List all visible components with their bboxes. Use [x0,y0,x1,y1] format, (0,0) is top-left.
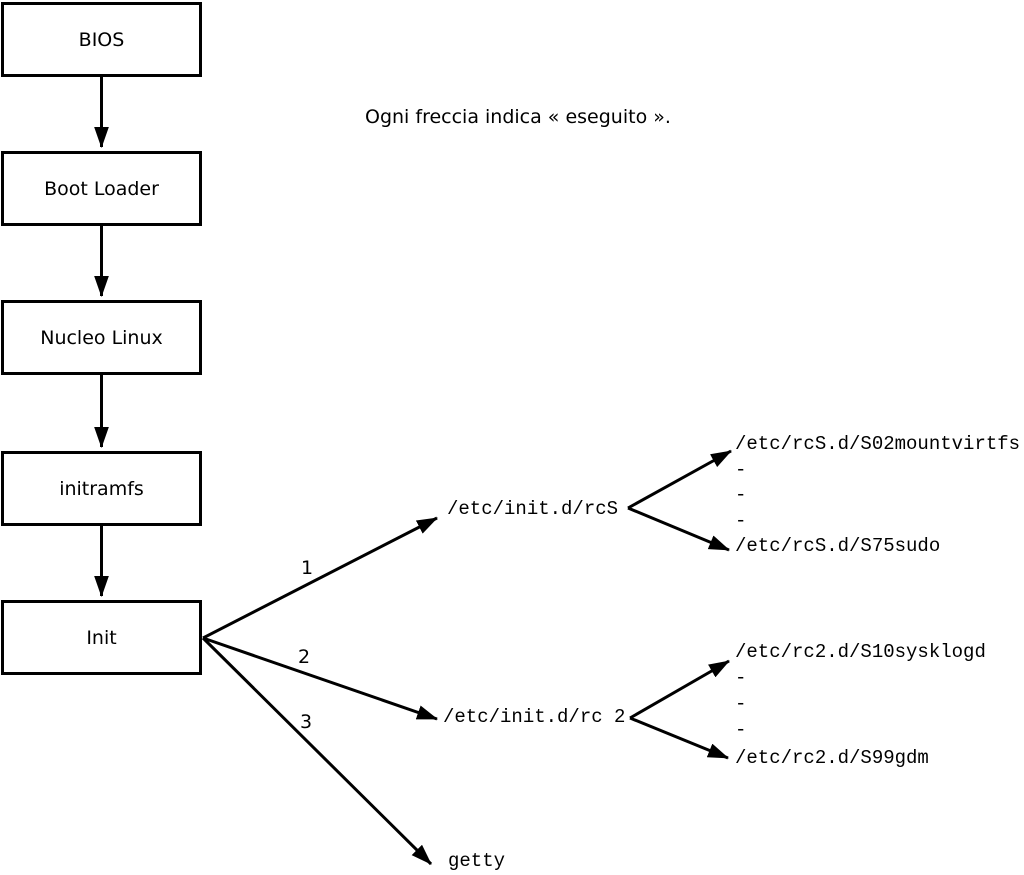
node-init-d-rc2: /etc/init.d/rc 2 [443,706,626,728]
leaf-rc2-script-last: /etc/rc2.d/S99gdm [735,747,929,769]
box-initramfs-label: initramfs [59,477,144,500]
box-init-label: Init [86,626,117,649]
box-boot-loader: Boot Loader [1,151,202,226]
leaf-rcS-ellipsis-3: - [735,510,747,532]
arrow-init-to-getty [201,636,433,866]
box-nucleo-linux: Nucleo Linux [1,300,202,375]
arrow-rc2-to-last-script [629,716,729,760]
leaf-rcS-script-last: /etc/rcS.d/S75sudo [735,535,941,557]
arrow-rc2-to-first-script [629,659,730,720]
leaf-rc2-script-first: /etc/rc2.d/S10sysklogd [735,641,986,663]
box-nucleo-linux-label: Nucleo Linux [40,326,163,349]
branch-number-1: 1 [300,557,314,579]
arrow-init-to-rc2 [202,636,438,721]
leaf-rc2-ellipsis-3: - [735,719,747,741]
leaf-rcS-ellipsis-1: - [735,459,747,481]
box-bios-label: BIOS [78,28,125,51]
leaf-rc2-ellipsis-1: - [735,667,747,689]
arrow-rcS-to-first-script [627,449,732,510]
leaf-rcS-script-first: /etc/rcS.d/S02mountvirtfs [735,433,1021,455]
box-boot-loader-label: Boot Loader [44,177,159,200]
box-bios: BIOS [1,2,202,77]
box-init: Init [1,600,202,675]
branch-number-3: 3 [299,711,313,733]
leaf-rc2-ellipsis-2: - [735,693,747,715]
box-initramfs: initramfs [1,451,202,526]
arrow-rcS-to-last-script [627,506,730,552]
diagram-caption: Ogni freccia indica « eseguito ». [365,106,671,128]
branch-number-2: 2 [297,646,311,668]
node-getty: getty [448,850,506,872]
arrow-init-to-rcS [202,516,438,640]
leaf-rcS-ellipsis-2: - [735,484,747,506]
node-init-d-rcS: /etc/init.d/rcS [447,498,619,520]
